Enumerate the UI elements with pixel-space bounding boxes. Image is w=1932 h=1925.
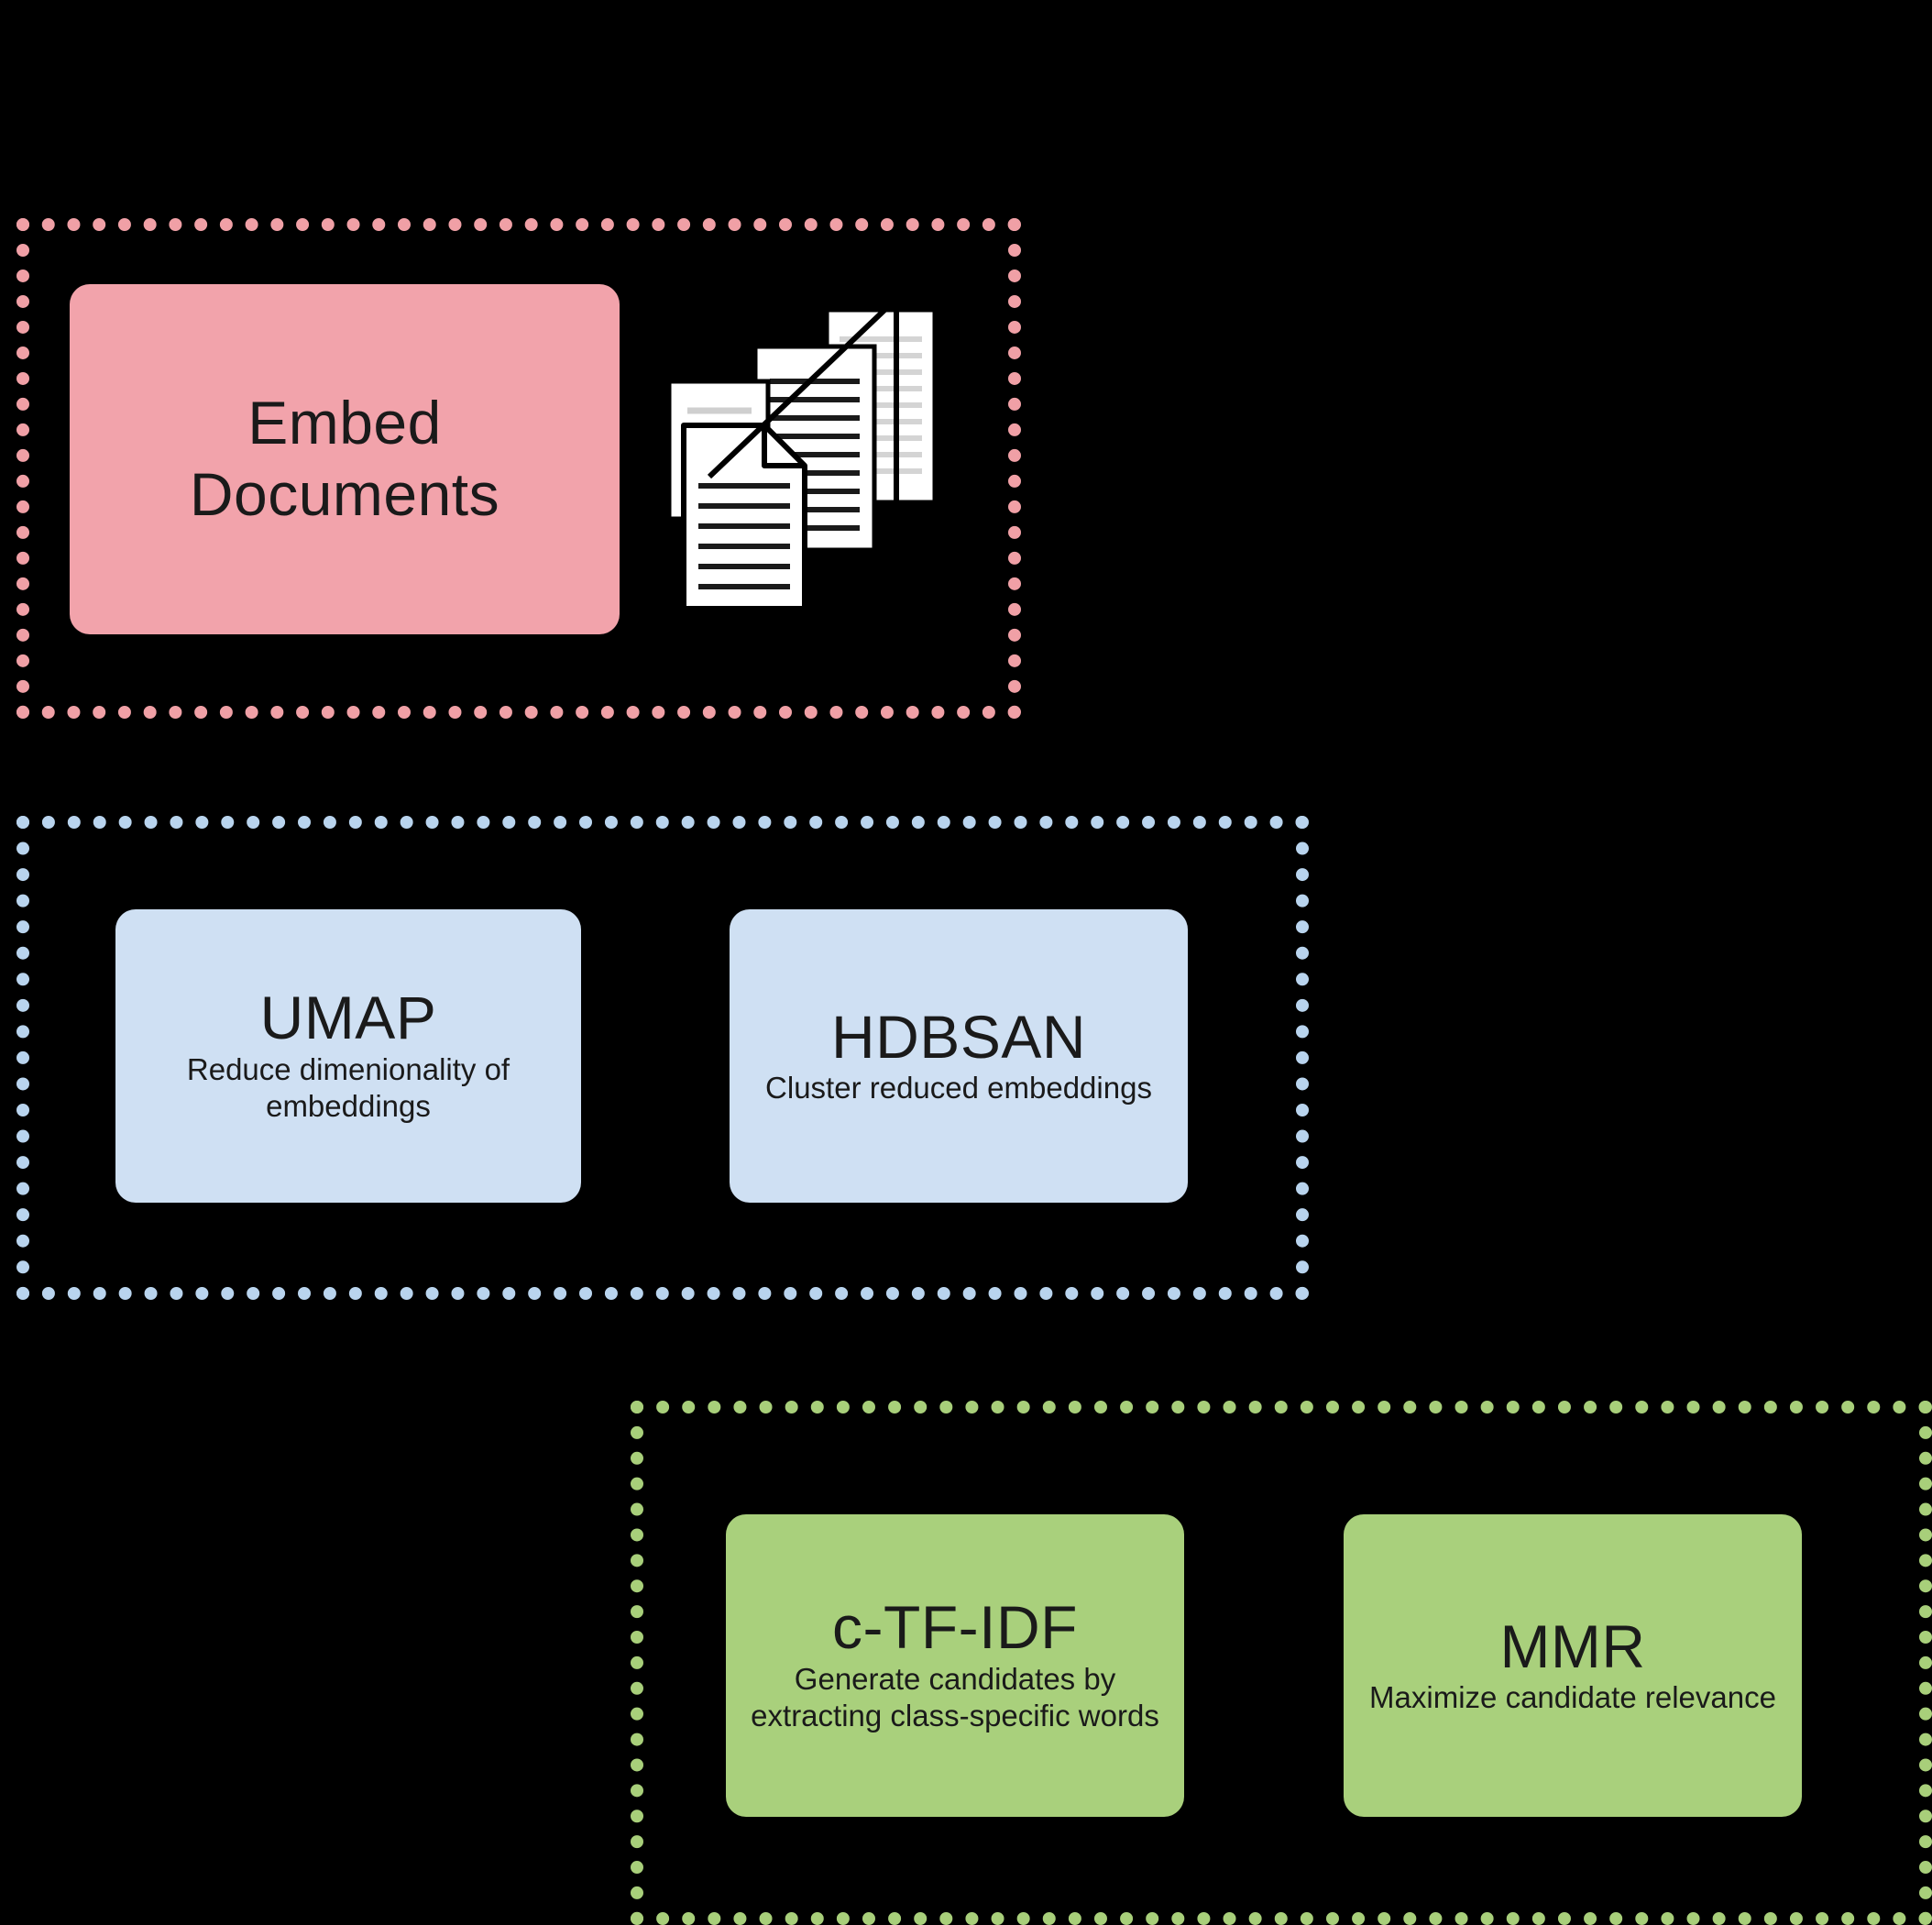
documents-stack-icon [656,296,959,623]
card-umap[interactable]: UMAP Reduce dimenionality of embeddings [115,909,581,1203]
card-hdbsan-title: HDBSAN [830,1002,1087,1071]
card-umap-subtitle: Reduce dimenionality of embeddings [186,1052,510,1124]
card-mmr-subtitle: Maximize candidate relevance [1369,1680,1776,1715]
card-c-tf-idf[interactable]: c-TF-IDF Generate candidates by extracti… [726,1514,1184,1817]
card-c-tf-idf-subtitle: Generate candidates by extracting class-… [751,1662,1159,1733]
card-embed-documents[interactable]: Embed Documents [70,284,620,634]
card-hdbsan-subtitle: Cluster reduced embeddings [765,1071,1152,1106]
card-mmr-title: MMR [1499,1612,1646,1680]
card-hdbsan[interactable]: HDBSAN Cluster reduced embeddings [730,909,1188,1203]
card-c-tf-idf-title: c-TF-IDF [832,1593,1078,1662]
card-embed-documents-title-line2: Documents [189,460,500,528]
card-mmr[interactable]: MMR Maximize candidate relevance [1344,1514,1802,1817]
dimensionality-reduction-group [16,816,1309,1300]
embed-documents-group [16,218,1021,719]
card-embed-documents-title-line1: Embed [247,389,442,457]
topic-representation-group [631,1401,1932,1925]
card-umap-title: UMAP [259,984,437,1052]
